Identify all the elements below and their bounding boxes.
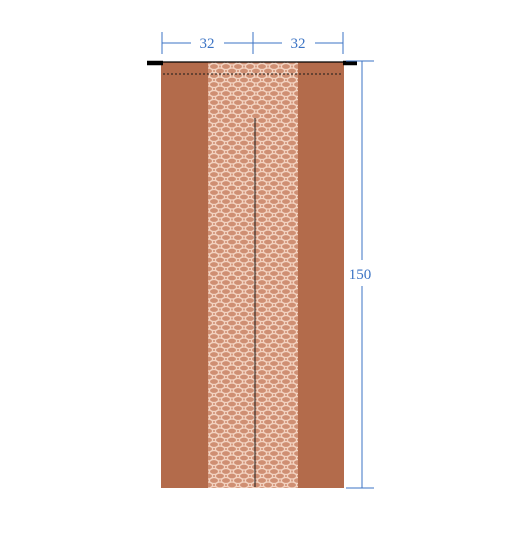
- curtain: [161, 62, 344, 488]
- height-dimension: 150: [346, 60, 374, 489]
- width-left-label: 32: [200, 36, 215, 52]
- lace-panel: [208, 62, 298, 488]
- height-label: 150: [349, 267, 372, 283]
- width-dimension: 32 32: [161, 32, 344, 54]
- curtain-rod: [147, 60, 357, 66]
- right-fabric-panel: [298, 62, 344, 488]
- left-fabric-panel: [161, 62, 208, 488]
- width-right-label: 32: [291, 36, 306, 52]
